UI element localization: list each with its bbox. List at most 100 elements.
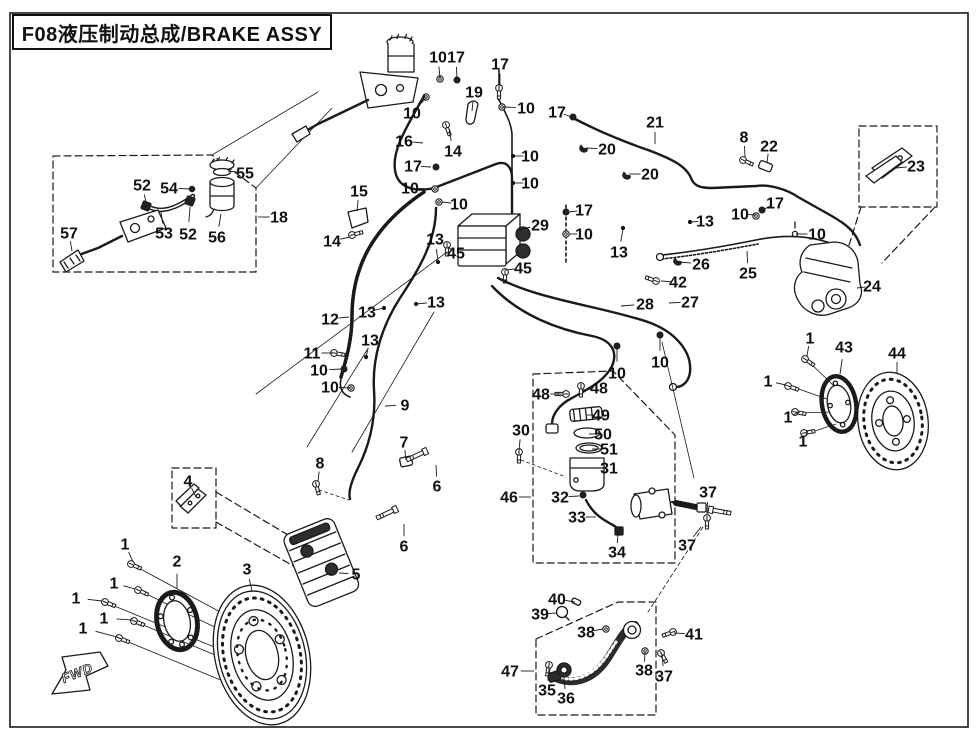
callout-1: 1 (79, 621, 88, 638)
callout-48: 48 (590, 381, 608, 398)
callout-17: 17 (491, 57, 509, 74)
callout-leader-52 (188, 206, 191, 222)
callout-leader-48 (582, 388, 592, 391)
callout-leader-10 (418, 188, 430, 190)
callout-46: 46 (500, 490, 518, 507)
callout-leader-1 (128, 551, 134, 563)
callout-1: 1 (72, 591, 81, 608)
diagram-artwork (51, 33, 938, 726)
callout-17: 17 (766, 196, 784, 213)
callout-leader-24 (856, 286, 866, 289)
callout-13: 13 (427, 295, 445, 312)
callout-leader-27 (668, 302, 681, 304)
callout-1: 1 (100, 611, 109, 628)
callout-leader-43 (839, 359, 843, 375)
callout-leader-10 (502, 106, 516, 108)
callout-leader-10 (438, 66, 441, 79)
callout-leader-1 (95, 630, 118, 638)
callout-40: 40 (548, 592, 566, 609)
callout-20: 20 (598, 142, 616, 159)
callout-13: 13 (426, 232, 444, 249)
callout-10: 10 (731, 207, 749, 224)
callout-23: 23 (907, 159, 925, 176)
callout-10: 10 (450, 197, 468, 214)
callout-leader-56 (218, 213, 222, 227)
callout-leader-17 (762, 205, 770, 211)
callout-44: 44 (888, 346, 906, 363)
callout-22: 22 (760, 139, 778, 156)
callout-leader-22 (766, 153, 769, 164)
callout-8: 8 (316, 456, 325, 473)
callout-leader-32 (568, 495, 580, 497)
callout-leader-1 (776, 382, 787, 386)
callout-leader-13 (689, 221, 699, 223)
callout-10: 10 (310, 363, 328, 380)
callout-56: 56 (208, 230, 226, 247)
callout-leader-1 (793, 411, 801, 416)
detail-box-18 (52, 154, 257, 273)
callout-19: 19 (465, 85, 483, 102)
callout-10: 10 (321, 380, 339, 397)
callout-48: 48 (532, 387, 550, 404)
callout-leader-37 (692, 526, 702, 538)
callout-leader-1 (116, 618, 133, 621)
callout-leader-19 (471, 100, 474, 112)
callout-leader-45 (505, 268, 516, 271)
callout-35: 35 (538, 683, 556, 700)
callout-leader-1 (804, 430, 809, 437)
callout-50: 50 (594, 427, 612, 444)
callout-21: 21 (646, 115, 664, 132)
callout-1: 1 (121, 537, 130, 554)
page-title: F08液压制动总成/BRAKE ASSY (12, 14, 332, 50)
callout-leader-10 (747, 214, 757, 216)
callout-leader-13 (374, 307, 385, 311)
callout-leader-12 (338, 316, 350, 319)
callout-leader-40 (565, 599, 576, 603)
callout-3: 3 (243, 562, 252, 579)
callout-37: 37 (678, 538, 696, 555)
callout-34: 34 (608, 545, 626, 562)
callout-leader-52 (143, 194, 148, 207)
callout-1: 1 (799, 434, 808, 451)
callout-5: 5 (352, 567, 361, 584)
callout-13: 13 (358, 305, 376, 322)
callout-10: 10 (575, 227, 593, 244)
callout-18: 18 (270, 210, 288, 227)
callout-38: 38 (635, 663, 653, 680)
detail-box-46 (532, 370, 676, 564)
callout-15: 15 (350, 184, 368, 201)
callout-10: 10 (403, 106, 421, 123)
callout-leader-37 (706, 501, 708, 515)
callout-6: 6 (400, 539, 409, 556)
callout-13: 13 (361, 333, 379, 350)
callout-leader-45 (447, 246, 453, 251)
callout-29: 29 (531, 218, 549, 235)
callout-leader-5 (338, 572, 349, 574)
callout-49: 49 (592, 408, 610, 425)
callout-10: 10 (608, 366, 626, 383)
callout-17: 17 (575, 203, 593, 220)
page-border (9, 12, 969, 728)
callout-leader-42 (660, 280, 671, 282)
callout-leader-9 (384, 405, 397, 407)
callout-13: 13 (610, 245, 628, 262)
callout-leader-14 (448, 128, 452, 142)
callout-30: 30 (512, 423, 530, 440)
callout-2: 2 (173, 554, 182, 571)
callout-8: 8 (740, 130, 749, 147)
callout-9: 9 (401, 398, 410, 415)
callout-37: 37 (655, 669, 673, 686)
callout-leader-13 (435, 248, 439, 262)
callout-10: 10 (521, 176, 539, 193)
callout-leader-30 (518, 439, 521, 452)
callout-leader-17 (568, 210, 578, 213)
callout-leader-1 (87, 598, 103, 602)
callout-leader-1 (806, 346, 810, 357)
callout-leader-38 (644, 651, 646, 662)
callout-52: 52 (133, 178, 151, 195)
callout-54: 54 (160, 181, 178, 198)
callout-1: 1 (110, 576, 119, 593)
callout-leader-29 (517, 226, 531, 231)
